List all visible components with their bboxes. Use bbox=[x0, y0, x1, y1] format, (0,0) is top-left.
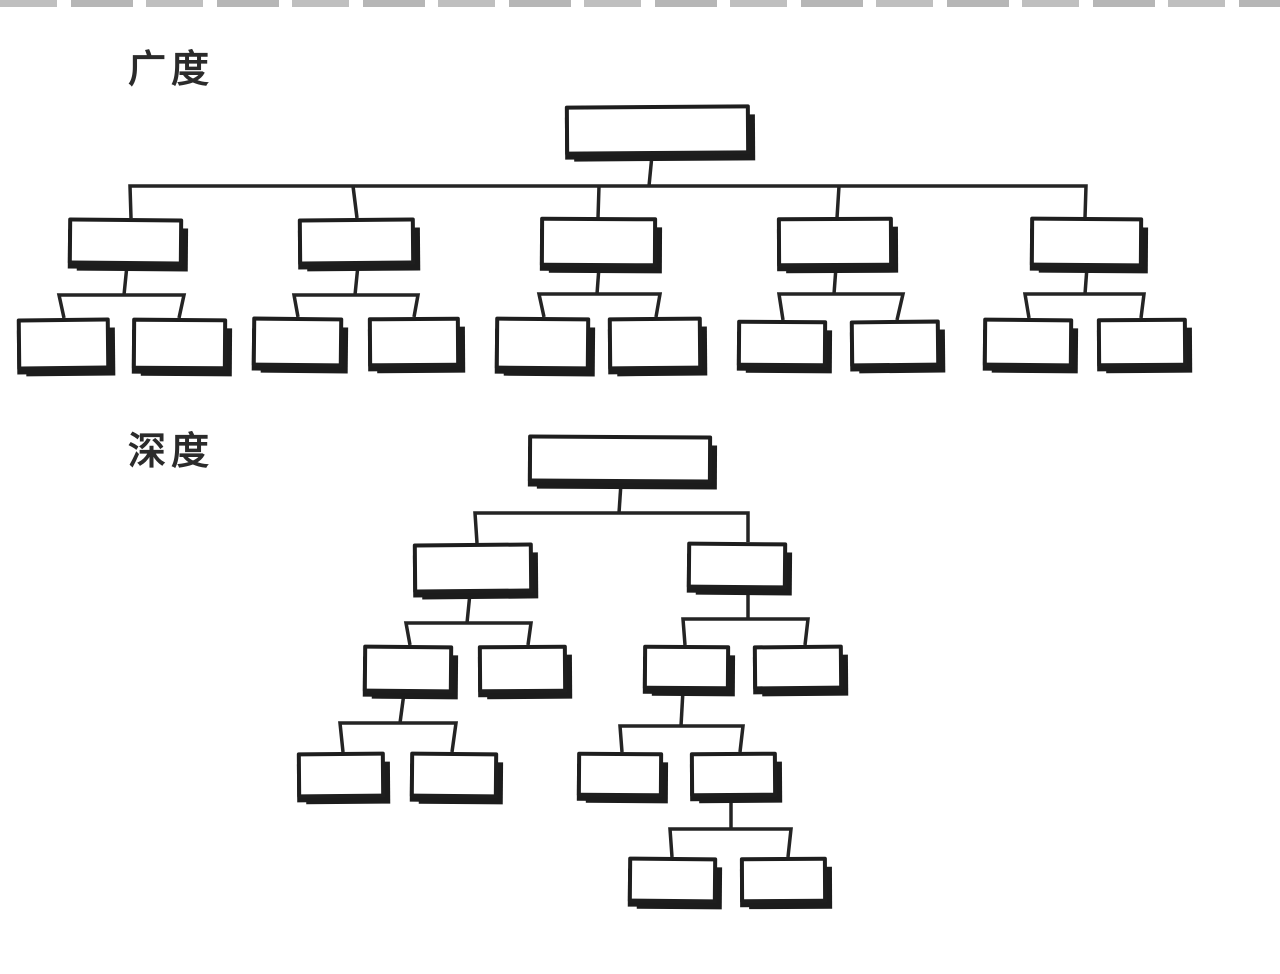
depth-tree-connector bbox=[338, 721, 459, 753]
breadth-tree-node-leaf bbox=[1096, 317, 1188, 368]
depth-tree-node-leaf bbox=[627, 856, 718, 904]
depth-tree-node-root bbox=[527, 434, 713, 484]
breadth-tree-node-leaf bbox=[251, 316, 344, 368]
breadth-tree-node-root bbox=[564, 104, 751, 156]
depth-tree-node-branch bbox=[362, 644, 454, 694]
breadth-tree-node-leaf bbox=[131, 317, 228, 371]
depth-tree-connector bbox=[398, 692, 406, 724]
depth-tree-connector bbox=[668, 827, 793, 858]
breadth-tree-connector bbox=[291, 293, 421, 318]
breadth-tree-node-branch bbox=[539, 216, 658, 268]
depth-tree-node-branch bbox=[412, 542, 534, 594]
breadth-tree-label: 广度 bbox=[128, 47, 215, 91]
depth-tree-connector bbox=[617, 482, 623, 514]
breadth-tree-connector bbox=[596, 185, 601, 219]
breadth-tree-connector bbox=[1022, 292, 1146, 319]
depth-tree-node-branch bbox=[642, 644, 731, 691]
breadth-tree-connector bbox=[351, 185, 359, 219]
breadth-tree-node-leaf bbox=[367, 316, 461, 368]
depth-tree-connector bbox=[681, 617, 810, 646]
breadth-tree-connector bbox=[353, 264, 360, 296]
depth-tree-connector bbox=[403, 621, 534, 646]
breadth-tree-connector bbox=[122, 264, 129, 296]
depth-tree-node-leaf bbox=[296, 751, 386, 799]
breadth-tree-connector bbox=[1083, 266, 1089, 295]
breadth-tree-node-branch bbox=[1029, 216, 1144, 268]
breadth-tree-connector bbox=[832, 266, 838, 295]
depth-tree-connector bbox=[618, 724, 745, 753]
breadth-tree-node-leaf bbox=[982, 317, 1074, 368]
breadth-tree-connector bbox=[595, 266, 601, 295]
breadth-tree-node-leaf bbox=[16, 317, 111, 371]
depth-tree-label: 深度 bbox=[128, 429, 215, 473]
breadth-tree-node-leaf bbox=[494, 316, 591, 371]
depth-tree-node-leaf bbox=[409, 751, 499, 799]
top-edge-artifact bbox=[0, 0, 1280, 7]
breadth-tree-connector bbox=[536, 292, 663, 318]
depth-tree-connector bbox=[473, 511, 750, 544]
breadth-tree-node-branch bbox=[297, 217, 416, 266]
breadth-tree-connector bbox=[776, 292, 906, 321]
breadth-tree-connector bbox=[647, 154, 654, 187]
breadth-tree-node-leaf bbox=[607, 316, 703, 371]
depth-tree-node-leaf bbox=[576, 751, 664, 798]
breadth-tree-connector bbox=[128, 184, 1088, 219]
depth-tree-node-leaf bbox=[739, 856, 828, 904]
depth-tree-node-leaf bbox=[752, 644, 844, 691]
breadth-tree-node-leaf bbox=[736, 319, 828, 368]
depth-tree-connector bbox=[679, 689, 685, 727]
depth-tree-node-branch bbox=[689, 751, 778, 798]
breadth-tree-connector bbox=[56, 293, 187, 319]
breadth-tree-node-leaf bbox=[849, 319, 941, 368]
depth-tree-connector bbox=[465, 592, 472, 624]
breadth-tree-node-branch bbox=[776, 216, 894, 268]
breadth-tree-node-branch bbox=[67, 217, 184, 266]
depth-tree-node-leaf bbox=[477, 644, 568, 694]
depth-tree-node-branch bbox=[686, 541, 788, 590]
breadth-tree-connector bbox=[835, 185, 841, 219]
